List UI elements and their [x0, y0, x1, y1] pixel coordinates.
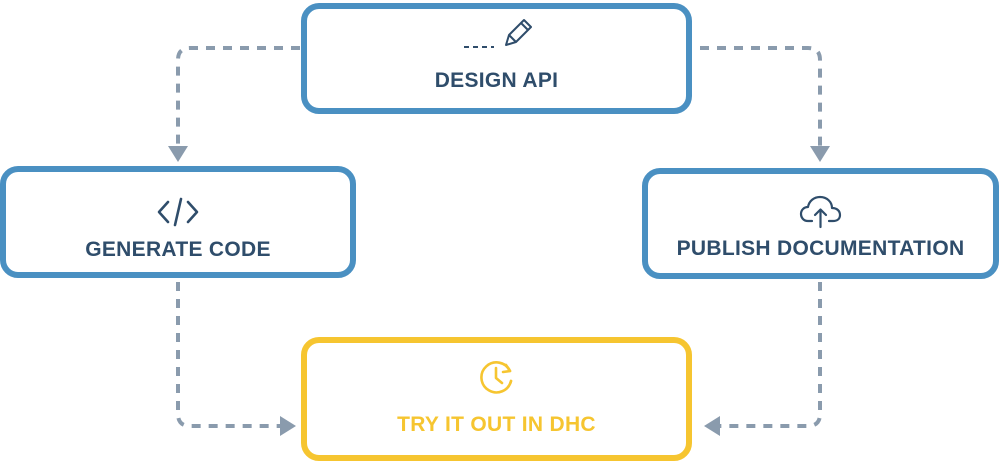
arrowhead-try-left [280, 416, 296, 436]
step-try-it-out-label: TRY IT OUT IN DHC [397, 413, 596, 436]
step-design-api-label: DESIGN API [434, 69, 559, 92]
connector-design-to-generate [176, 46, 300, 148]
connector-generate-to-try [176, 282, 282, 428]
step-design-api: DESIGN API [301, 3, 692, 114]
step-generate-code-label: GENERATE CODE [85, 238, 271, 261]
step-try-it-out: TRY IT OUT IN DHC [301, 337, 692, 461]
step-publish-documentation: PUBLISH DOCUMENTATION [642, 168, 999, 279]
clock-icon [479, 361, 512, 394]
code-icon [157, 197, 199, 227]
step-generate-code: GENERATE CODE [0, 166, 356, 278]
step-publish-documentation-label: PUBLISH DOCUMENTATION [676, 237, 965, 260]
arrowhead-generate [168, 146, 188, 162]
connector-design-to-publish [700, 46, 822, 148]
cloud-upload-icon [799, 195, 841, 229]
pencil-icon [463, 19, 532, 48]
arrowhead-publish [810, 146, 830, 162]
arrowhead-try-right [704, 416, 720, 436]
connector-publish-to-try [718, 282, 822, 428]
